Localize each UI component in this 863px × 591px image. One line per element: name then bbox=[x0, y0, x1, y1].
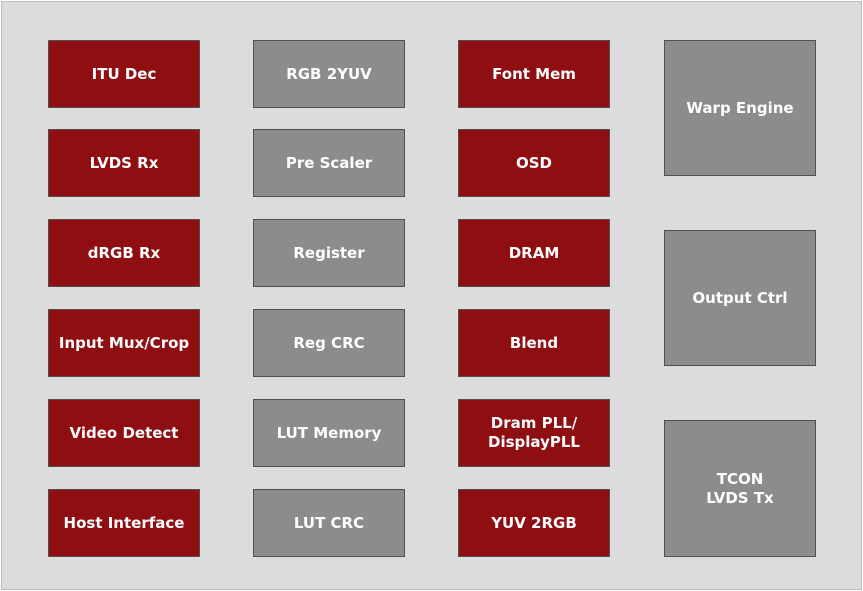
block-register: Register bbox=[253, 219, 405, 287]
block-rgb-2yuv: RGB 2YUV bbox=[253, 40, 405, 108]
block-tcon-lvds-tx: TCON LVDS Tx bbox=[664, 420, 816, 557]
block-host-interface: Host Interface bbox=[48, 489, 200, 557]
block-output-ctrl: Output Ctrl bbox=[664, 230, 816, 366]
block-lvds-rx: LVDS Rx bbox=[48, 129, 200, 197]
block-input-mux-crop: Input Mux/Crop bbox=[48, 309, 200, 377]
block-font-mem: Font Mem bbox=[458, 40, 610, 108]
block-drgb-rx: dRGB Rx bbox=[48, 219, 200, 287]
block-warp-engine: Warp Engine bbox=[664, 40, 816, 176]
block-reg-crc: Reg CRC bbox=[253, 309, 405, 377]
block-osd: OSD bbox=[458, 129, 610, 197]
block-yuv-2rgb: YUV 2RGB bbox=[458, 489, 610, 557]
block-dram-pll-displaypll: Dram PLL/ DisplayPLL bbox=[458, 399, 610, 467]
block-dram: DRAM bbox=[458, 219, 610, 287]
block-video-detect: Video Detect bbox=[48, 399, 200, 467]
block-pre-scaler: Pre Scaler bbox=[253, 129, 405, 197]
block-lut-memory: LUT Memory bbox=[253, 399, 405, 467]
block-blend: Blend bbox=[458, 309, 610, 377]
block-lut-crc: LUT CRC bbox=[253, 489, 405, 557]
block-itu-dec: ITU Dec bbox=[48, 40, 200, 108]
